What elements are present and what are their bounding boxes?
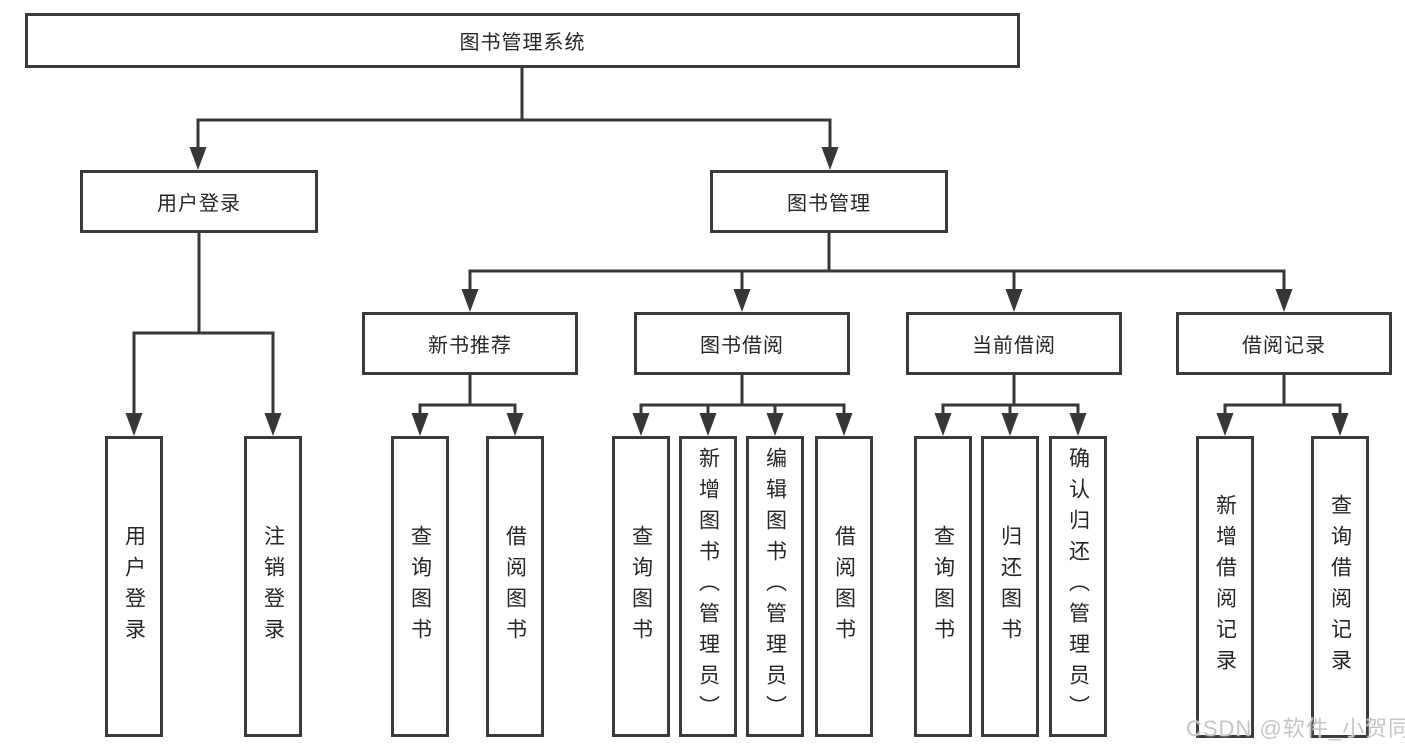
csdn-watermark: CSDN @软件_小贺同学 — [1186, 716, 1405, 741]
leaf-query-books-borrow: 查询图书 — [612, 436, 670, 737]
leaf-add-borrow-record: 新增借阅记录 — [1196, 436, 1254, 738]
leaf-add-borrow-record-label: 新增借阅记录 — [1213, 494, 1237, 680]
arrowhead-icon — [835, 413, 853, 436]
leaf-edit-book-admin: 编辑图书（管理员） — [746, 436, 804, 737]
leaf-borrow-books-recommend-label: 借阅图书 — [503, 524, 527, 649]
connector-user-login-to-leaves — [125, 231, 282, 436]
arrowhead-icon — [1069, 413, 1087, 436]
arrowhead-icon — [934, 413, 952, 436]
leaf-logout-label: 注销登录 — [261, 524, 285, 649]
leaf-logout: 注销登录 — [244, 436, 302, 737]
arrowhead-icon — [1275, 289, 1293, 312]
node-user-login-label: 用户登录 — [157, 193, 241, 215]
node-book-borrow-label: 图书借阅 — [700, 335, 784, 357]
leaf-query-books-borrow-label: 查询图书 — [629, 524, 653, 649]
node-new-book-recommend: 新书推荐 — [362, 312, 578, 375]
arrowhead-icon — [632, 413, 650, 436]
arrowhead-icon — [1216, 413, 1234, 436]
node-borrow-records: 借阅记录 — [1176, 312, 1392, 375]
node-book-management: 图书管理 — [710, 170, 948, 233]
node-borrow-records-label: 借阅记录 — [1242, 335, 1326, 357]
node-root: 图书管理系统 — [25, 13, 1020, 68]
leaf-confirm-return-admin-label: 确认归还（管理员） — [1066, 447, 1090, 726]
arrowhead-icon — [125, 413, 143, 436]
arrowhead-icon — [766, 413, 784, 436]
leaf-add-book-admin: 新增图书（管理员） — [679, 436, 737, 737]
connector-new-book-recommend-to-leaves — [411, 373, 524, 436]
arrowhead-icon — [1331, 413, 1349, 436]
connector-borrow-records-to-leaves — [1216, 373, 1349, 436]
leaf-add-book-admin-label: 新增图书（管理员） — [696, 447, 720, 726]
leaf-query-books-current: 查询图书 — [914, 436, 972, 737]
arrowhead-icon — [1001, 413, 1019, 436]
connector-book-borrow-to-leaves — [632, 373, 853, 436]
arrowhead-icon — [699, 413, 717, 436]
leaf-return-book: 归还图书 — [981, 436, 1039, 737]
leaf-confirm-return-admin: 确认归还（管理员） — [1049, 436, 1107, 737]
connector-root-to-level2 — [189, 66, 839, 170]
node-current-borrow-label: 当前借阅 — [972, 335, 1056, 357]
arrowhead-icon — [506, 413, 524, 436]
node-book-borrow: 图书借阅 — [634, 312, 850, 375]
node-user-login: 用户登录 — [80, 170, 318, 233]
node-book-management-label: 图书管理 — [787, 193, 871, 215]
leaf-query-books-recommend-label: 查询图书 — [408, 524, 432, 649]
leaf-query-books-recommend: 查询图书 — [391, 436, 449, 737]
arrowhead-icon — [1005, 289, 1023, 312]
node-current-borrow: 当前借阅 — [906, 312, 1122, 375]
arrowhead-icon — [411, 413, 429, 436]
connector-book-management-to-level3 — [461, 231, 1293, 312]
node-new-book-recommend-label: 新书推荐 — [428, 335, 512, 357]
leaf-return-book-label: 归还图书 — [998, 524, 1022, 649]
leaf-user-login-label: 用户登录 — [122, 524, 146, 649]
leaf-user-login: 用户登录 — [105, 436, 163, 737]
leaf-query-borrow-record-label: 查询借阅记录 — [1328, 494, 1352, 680]
leaf-query-borrow-record: 查询借阅记录 — [1311, 436, 1369, 738]
arrowhead-icon — [821, 147, 839, 170]
arrowhead-icon — [733, 289, 751, 312]
arrowhead-icon — [461, 289, 479, 312]
leaf-borrow-books-recommend: 借阅图书 — [486, 436, 544, 737]
arrowhead-icon — [264, 413, 282, 436]
node-root-label: 图书管理系统 — [459, 32, 586, 54]
leaf-borrow-books: 借阅图书 — [815, 436, 873, 737]
leaf-query-books-current-label: 查询图书 — [931, 524, 955, 649]
arrowhead-icon — [189, 147, 207, 170]
leaf-edit-book-admin-label: 编辑图书（管理员） — [763, 447, 787, 726]
connector-current-borrow-to-leaves — [934, 373, 1087, 436]
leaf-borrow-books-label: 借阅图书 — [832, 524, 856, 649]
